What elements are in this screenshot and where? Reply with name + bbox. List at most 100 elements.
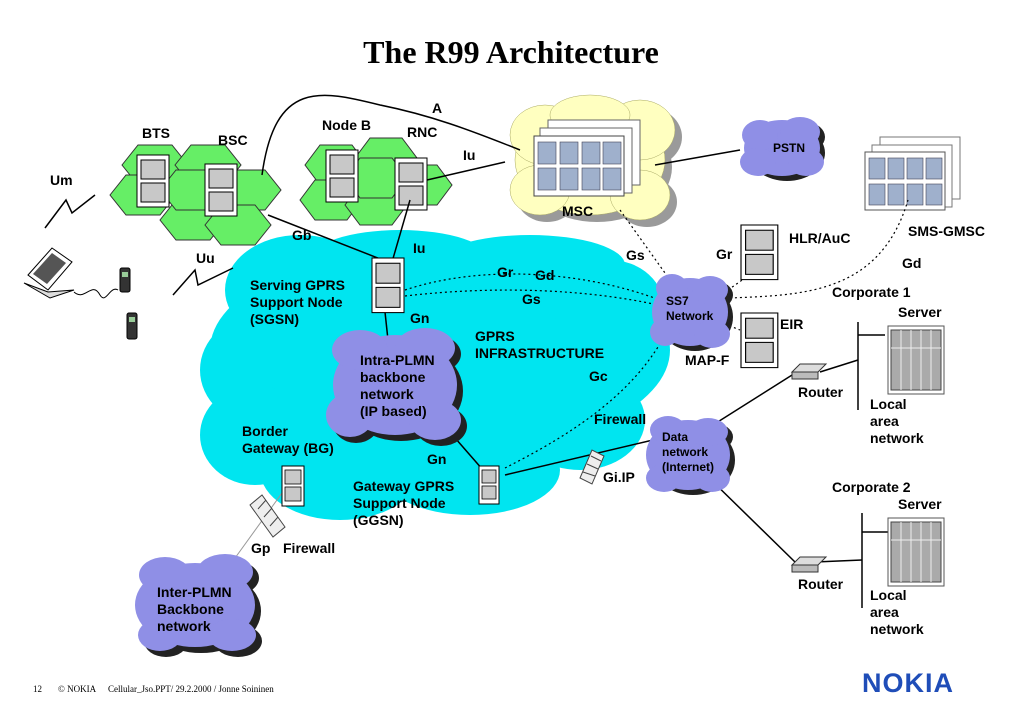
phone2-icon <box>126 312 138 340</box>
label-corporate-1: Corporate 1 <box>832 284 911 300</box>
label-intra-line1: Intra-PLMN <box>360 352 435 368</box>
label-sms-gmsc: SMS-GMSC <box>908 223 985 239</box>
connections <box>261 94 888 608</box>
label-um: Um <box>50 172 73 188</box>
label-ggsn-line3: (GGSN) <box>353 512 404 528</box>
firewall-right-icon <box>579 449 605 485</box>
phone1-icon <box>119 267 131 293</box>
label-gprs-line1: GPRS <box>475 328 515 344</box>
label-intra-line2: backbone <box>360 369 426 385</box>
label-router-2: Router <box>798 576 844 592</box>
label-gn-bottom: Gn <box>427 451 446 467</box>
iu-msc-line <box>426 161 506 181</box>
router1-lan-line <box>819 359 859 373</box>
label-gs-mid: Gs <box>522 291 541 307</box>
label-gprs-line2: INFRASTRUCTURE <box>475 345 604 361</box>
label-sgsn-line1: Serving GPRS <box>250 277 345 293</box>
label-lan1-line1: Local <box>870 396 907 412</box>
label-intra-line3: network <box>360 386 414 402</box>
label-gp: Gp <box>251 540 270 556</box>
data-router1-line <box>704 369 801 431</box>
uu-radio-icon <box>172 267 234 296</box>
label-bsc: BSC <box>218 132 248 148</box>
label-ggsn-line2: Support Node <box>353 495 446 511</box>
pstn-cloud <box>740 117 825 181</box>
label-gr: Gr <box>497 264 514 280</box>
label-firewall-left: Firewall <box>283 540 335 556</box>
hlr-auc-node <box>740 224 779 281</box>
laptop-icon <box>23 247 119 299</box>
label-lan1-line2: area <box>870 413 899 429</box>
ggsn-node <box>478 465 500 505</box>
firewall-left-icon <box>249 494 286 538</box>
label-inter-line1: Inter-PLMN <box>157 584 232 600</box>
label-hlr-auc: HLR/AuC <box>789 230 850 246</box>
label-bts: BTS <box>142 125 170 141</box>
label-inter-line2: Backbone <box>157 601 224 617</box>
router1-icon <box>790 363 828 380</box>
router2-icon <box>790 556 828 573</box>
label-data-line3: (Internet) <box>662 460 714 474</box>
footer-page-number: 12 <box>33 684 42 694</box>
label-lan2-line2: area <box>870 604 899 620</box>
label-gn-top: Gn <box>410 310 429 326</box>
server1-icon <box>887 325 945 395</box>
label-map-f: MAP-F <box>685 352 730 368</box>
label-gr-left: Gr <box>716 246 733 262</box>
label-lan2-line1: Local <box>870 587 907 603</box>
label-iu-mid: Iu <box>413 240 425 256</box>
sms-gmsc-equipment <box>864 136 961 211</box>
label-gb: Gb <box>292 227 311 243</box>
msc-cloud <box>509 94 682 227</box>
label-server-2: Server <box>898 496 942 512</box>
eir-node <box>740 312 779 369</box>
border-gateway-node <box>281 465 305 507</box>
sgsn-node <box>371 257 405 314</box>
label-data-line1: Data <box>662 430 688 444</box>
label-eir: EIR <box>780 316 803 332</box>
label-gd-right: Gd <box>902 255 921 271</box>
iu-sgsn-line <box>391 199 411 263</box>
data-network-cloud <box>646 416 735 495</box>
footer-file-info: Cellular_Jso.PPT/ 29.2.2000 / Jonne Soin… <box>108 684 274 694</box>
label-ggsn-line1: Gateway GPRS <box>353 478 454 494</box>
inter-plmn-cloud <box>135 554 262 657</box>
label-lan2-line3: network <box>870 621 924 637</box>
ggsn-data-line <box>504 439 654 476</box>
label-intra-line4: (IP based) <box>360 403 427 419</box>
ss7-cloud <box>650 274 733 351</box>
footer-copyright: © NOKIA <box>58 684 97 694</box>
label-bg-line2: Gateway (BG) <box>242 440 334 456</box>
msc-pstn-line <box>654 149 741 166</box>
router2-lan-line <box>814 559 863 563</box>
label-server-1: Server <box>898 304 942 320</box>
msc-equipment <box>533 119 641 197</box>
label-gi-ip: Gi.IP <box>603 469 635 485</box>
label-msc: MSC <box>562 203 593 219</box>
label-uu: Uu <box>196 250 215 266</box>
label-lan1-line3: network <box>870 430 924 446</box>
sgsn-backbone-line <box>384 311 389 341</box>
nokia-logo: NOKIA <box>862 668 954 698</box>
label-ss7-line1: SS7 <box>666 294 689 308</box>
label-data-line2: network <box>662 445 708 459</box>
label-inter-line3: network <box>157 618 211 634</box>
intra-plmn-cloud <box>326 328 467 446</box>
label-iu-top: Iu <box>463 147 475 163</box>
label-rnc: RNC <box>407 124 437 140</box>
label-gd: Gd <box>535 267 554 283</box>
label-sgsn-line2: Support Node <box>250 294 343 310</box>
label-pstn: PSTN <box>773 141 805 155</box>
label-router-1: Router <box>798 384 844 400</box>
label-sgsn-line3: (SGSN) <box>250 311 299 327</box>
um-radio-icon <box>44 194 96 229</box>
label-ss7-line2: Network <box>666 309 714 323</box>
server2-icon <box>887 517 945 587</box>
label-node-b: Node B <box>322 117 371 133</box>
page-title: The R99 Architecture <box>363 34 659 70</box>
gb-line <box>267 214 389 263</box>
umts-cells <box>299 137 453 226</box>
label-gc: Gc <box>589 368 608 384</box>
gsm-cells <box>109 144 282 246</box>
